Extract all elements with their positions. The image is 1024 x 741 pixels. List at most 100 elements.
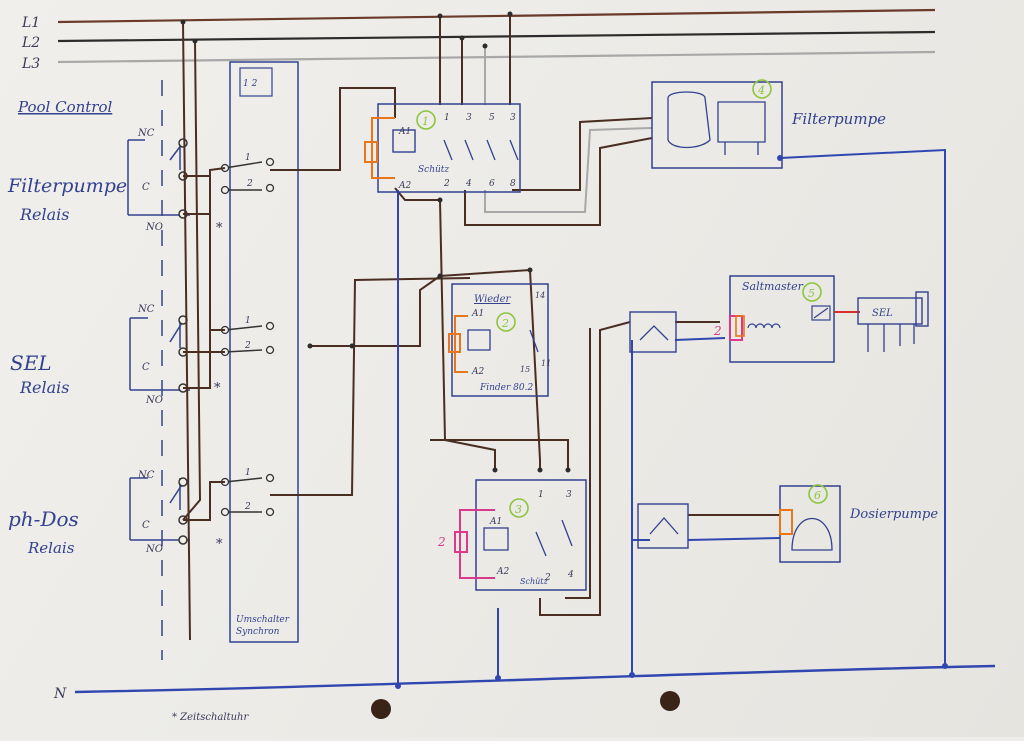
filterpumpe-relais-line1: Filterpumpe	[7, 175, 127, 197]
schuetz-1-badge	[416, 110, 436, 130]
svg-text:C: C	[142, 520, 150, 531]
schuetz-1-number: 1	[422, 115, 429, 128]
l1-wire	[57, 8, 936, 24]
relay-2-t14: 14	[535, 291, 545, 300]
svg-text:NC: NC	[137, 304, 155, 315]
relay-2-name: Wieder	[474, 294, 512, 305]
switch-box-sel	[629, 311, 677, 353]
svg-text:2: 2	[443, 179, 450, 189]
svg-text:C: C	[142, 362, 150, 373]
relay-2-a2: A2	[471, 367, 484, 377]
relay-contact-labels: NC C NO NC C NO NC C NO	[137, 128, 163, 555]
svg-text:3: 3	[510, 113, 516, 123]
phdos-relais-line1: ph-Dos	[8, 507, 79, 531]
schuetz-1-coil-wire	[371, 117, 395, 179]
sel-label: SEL	[872, 308, 893, 319]
schuetz-1-name: Schütz	[418, 165, 449, 175]
sel-relais-line2: Relais	[19, 378, 70, 397]
n-wire	[74, 664, 996, 694]
label-n: N	[53, 686, 67, 702]
saltmaster-connector	[735, 315, 745, 337]
schuetz-1-a1: A1	[398, 127, 411, 137]
svg-text:2: 2	[244, 502, 251, 512]
umschalter-symbol	[239, 67, 273, 97]
svg-text:1: 1	[245, 468, 251, 478]
svg-text:C: C	[142, 182, 150, 193]
schuetz-3-number: 3	[515, 503, 522, 516]
schuetz-3-contacts	[535, 519, 573, 557]
umschalter-box	[229, 61, 299, 643]
relay-2-badge	[496, 312, 516, 332]
schuetz-1-fuse	[364, 141, 378, 163]
relay-blocks	[127, 80, 190, 660]
svg-text:*: *	[216, 221, 223, 236]
umschalter-label-1: Umschalter	[236, 615, 290, 625]
saltmaster-coil	[747, 323, 781, 329]
filterpumpe-box	[651, 81, 783, 169]
svg-text:4: 4	[465, 179, 472, 189]
svg-text:NO: NO	[145, 222, 163, 233]
schuetz-3-fuse	[454, 531, 468, 553]
saltmaster-badge	[802, 282, 822, 302]
svg-text:*: *	[214, 381, 221, 396]
label-l1: L1	[21, 15, 40, 31]
svg-text:1: 1	[444, 113, 450, 123]
blue-wiring	[397, 148, 946, 686]
filterpumpe-label: Filterpumpe	[791, 110, 886, 128]
schuetz-1-coil	[392, 129, 416, 153]
svg-text:NO: NO	[145, 544, 163, 555]
dosierpumpe-label: Dosierpumpe	[849, 507, 938, 522]
relay-2-a1: A1	[471, 309, 484, 319]
junctions	[180, 11, 571, 473]
neutral-junctions	[395, 155, 948, 689]
schuetz-3-coil	[483, 527, 509, 551]
label-l3: L3	[21, 56, 40, 72]
footnote: * Zeitschaltuhr	[172, 712, 249, 723]
schuetz-3-t2: 2	[544, 573, 551, 583]
pool-control-label: Pool Control	[17, 98, 113, 116]
schuetz-3-a1: A1	[489, 517, 502, 527]
relay-2-number: 2	[501, 317, 509, 330]
schuetz-3-t4: 4	[567, 570, 574, 580]
svg-text:8: 8	[510, 179, 516, 189]
label-l2: L2	[21, 35, 40, 51]
phdos-relais-line2: Relais	[27, 539, 75, 557]
svg-text:2: 2	[244, 341, 251, 351]
svg-text:1: 1	[245, 316, 251, 326]
schuetz-1-contacts	[443, 139, 519, 161]
svg-text:*: *	[216, 537, 223, 552]
umschalter-label-2: Synchron	[236, 627, 280, 637]
schuetz-3-box	[475, 479, 587, 591]
switch-box-dos	[637, 503, 689, 549]
relay-2-t11: 11	[541, 359, 551, 368]
schuetz-3-coil-wire	[459, 509, 495, 579]
dosierpumpe-drawing	[791, 517, 833, 551]
filterpump-feed-wire	[512, 117, 653, 191]
relay-2-fuse	[448, 333, 461, 353]
schuetz-3-a2: A2	[496, 567, 509, 577]
schuetz-1-a2: A2	[398, 181, 411, 191]
svg-text:NO: NO	[145, 395, 163, 406]
relay-2-coil-wire	[454, 315, 468, 373]
sel-plug	[915, 291, 929, 327]
l3-wire	[57, 50, 936, 64]
dosierpumpe-number: 6	[814, 489, 821, 502]
schuetz-3-t1: 1	[538, 490, 544, 500]
umschalter-switches	[224, 161, 263, 513]
saltmaster-switch	[811, 305, 831, 321]
filterpumpe-number: 4	[757, 84, 765, 97]
brown-wiring	[182, 14, 780, 641]
filterpumpe-drawing	[667, 91, 766, 155]
svg-text:5: 5	[489, 113, 495, 123]
svg-text:6: 6	[489, 179, 495, 189]
schuetz-3-mark: 2	[437, 535, 446, 549]
dosierpumpe-badge	[808, 484, 828, 504]
relay-2-coil	[467, 329, 491, 351]
saltmaster-number: 5	[808, 287, 815, 300]
l2-wire	[57, 30, 936, 43]
svg-text:1: 1	[245, 153, 251, 163]
punch-hole-left	[371, 699, 391, 719]
dosierpumpe-fuse	[779, 509, 793, 535]
